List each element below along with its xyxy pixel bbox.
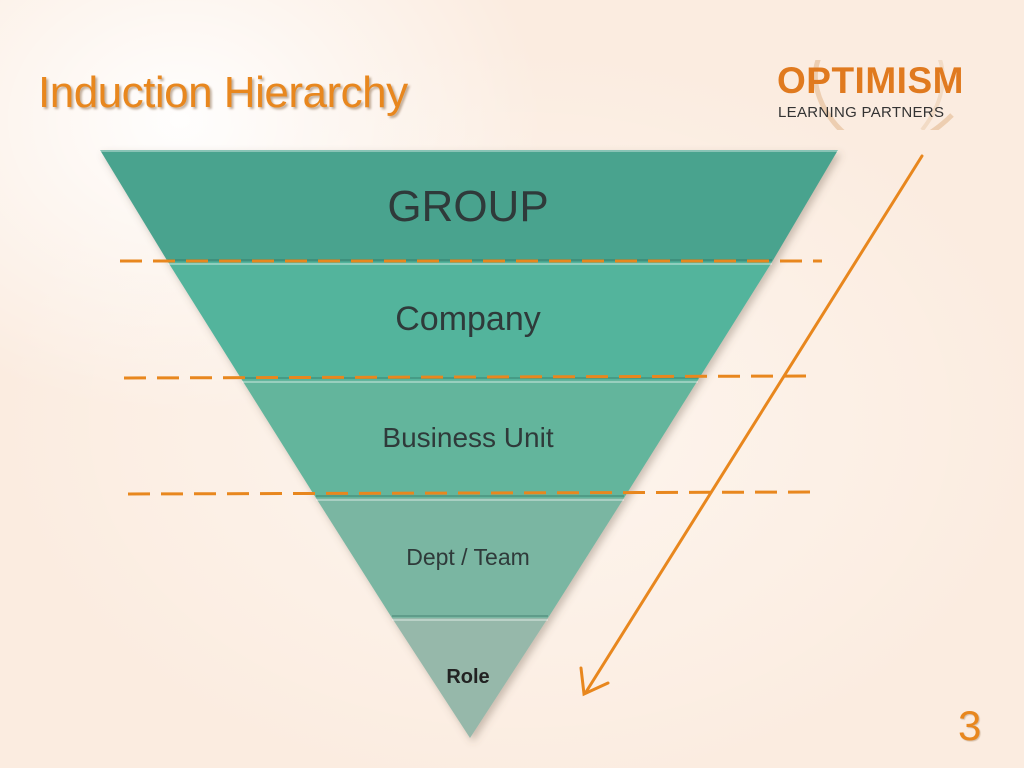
- pyramid: [100, 150, 838, 738]
- logo-swirl-icon: [812, 60, 954, 130]
- slide-title: Induction Hierarchy: [38, 68, 408, 117]
- band-bevels: [100, 150, 838, 621]
- level-label-role: Role: [446, 666, 490, 688]
- level-label-group: GROUP: [387, 182, 549, 231]
- logo-subtitle: LEARNING PARTNERS: [778, 104, 945, 121]
- level-group-band: [100, 150, 838, 262]
- direction-arrow-icon: [579, 154, 924, 697]
- level-business-unit-band: [242, 380, 698, 498]
- logo-word: OPTIMISM: [777, 60, 964, 101]
- level-company-band: [168, 262, 772, 380]
- company-logo: OPTIMISM LEARNING PARTNERS: [772, 60, 1002, 130]
- level-label-company: Company: [395, 300, 541, 338]
- level-role-band: [392, 618, 548, 738]
- level-dept-team-band: [316, 498, 624, 618]
- divider-2: [123, 374, 815, 380]
- level-label-business-unit: Business Unit: [382, 422, 554, 453]
- divider-3: [127, 490, 819, 496]
- page-number: 3: [958, 702, 982, 749]
- dashed-dividers: [120, 259, 822, 496]
- level-label-dept-team: Dept / Team: [406, 544, 530, 570]
